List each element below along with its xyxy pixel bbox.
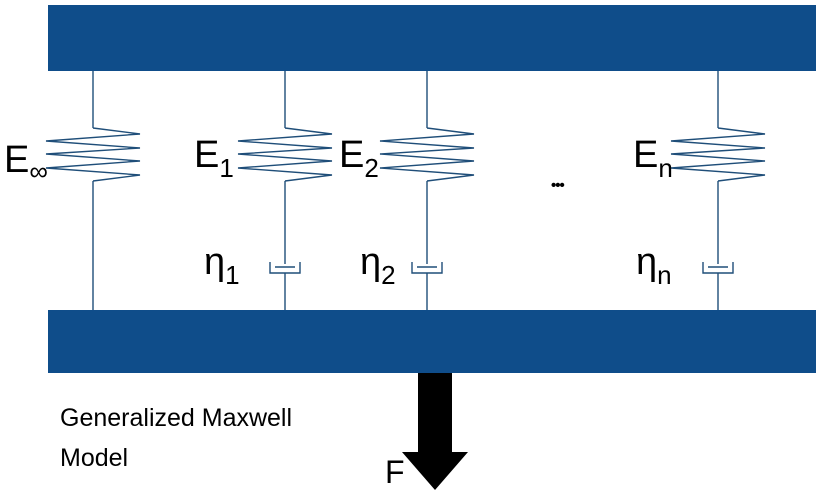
branch-n <box>670 71 766 310</box>
label-eta1-main: η <box>204 241 225 283</box>
bottom-plate <box>48 310 816 373</box>
spring-infinity <box>45 127 141 182</box>
label-etan-main: η <box>636 241 657 283</box>
label-en-main: E <box>633 134 658 176</box>
label-eta2: η2 <box>360 241 396 290</box>
label-e2: E2 <box>339 134 379 183</box>
caption-line-2: Model <box>60 444 128 472</box>
ellipsis: ••• <box>551 177 565 194</box>
label-etan-sub: n <box>657 260 671 290</box>
label-e2-sub: 2 <box>364 153 378 183</box>
label-e1-sub: 1 <box>219 153 233 183</box>
top-plate <box>48 5 816 71</box>
label-e1-main: E <box>194 134 219 176</box>
branch-infinity <box>45 71 141 310</box>
branch-2 <box>379 71 475 310</box>
label-e-infinity: E∞ <box>4 139 48 186</box>
spring-n <box>670 127 766 182</box>
caption-line-1: Generalized Maxwell <box>60 404 292 432</box>
spring-1 <box>237 127 333 182</box>
label-e1: E1 <box>194 134 234 183</box>
label-eta2-main: η <box>360 241 381 283</box>
label-e2-main: E <box>339 134 364 176</box>
label-eta2-sub: 2 <box>381 260 395 290</box>
label-e-infinity-main: E <box>4 139 29 181</box>
force-arrow <box>402 373 468 490</box>
label-en: En <box>633 134 673 183</box>
label-etan: ηn <box>636 241 672 290</box>
branch-1 <box>237 71 333 310</box>
label-e-infinity-sub: ∞ <box>29 156 48 186</box>
label-eta1-sub: 1 <box>225 260 239 290</box>
label-en-sub: n <box>658 153 672 183</box>
force-label: F <box>385 454 405 490</box>
spring-2 <box>379 127 475 182</box>
label-eta1: η1 <box>204 241 240 290</box>
